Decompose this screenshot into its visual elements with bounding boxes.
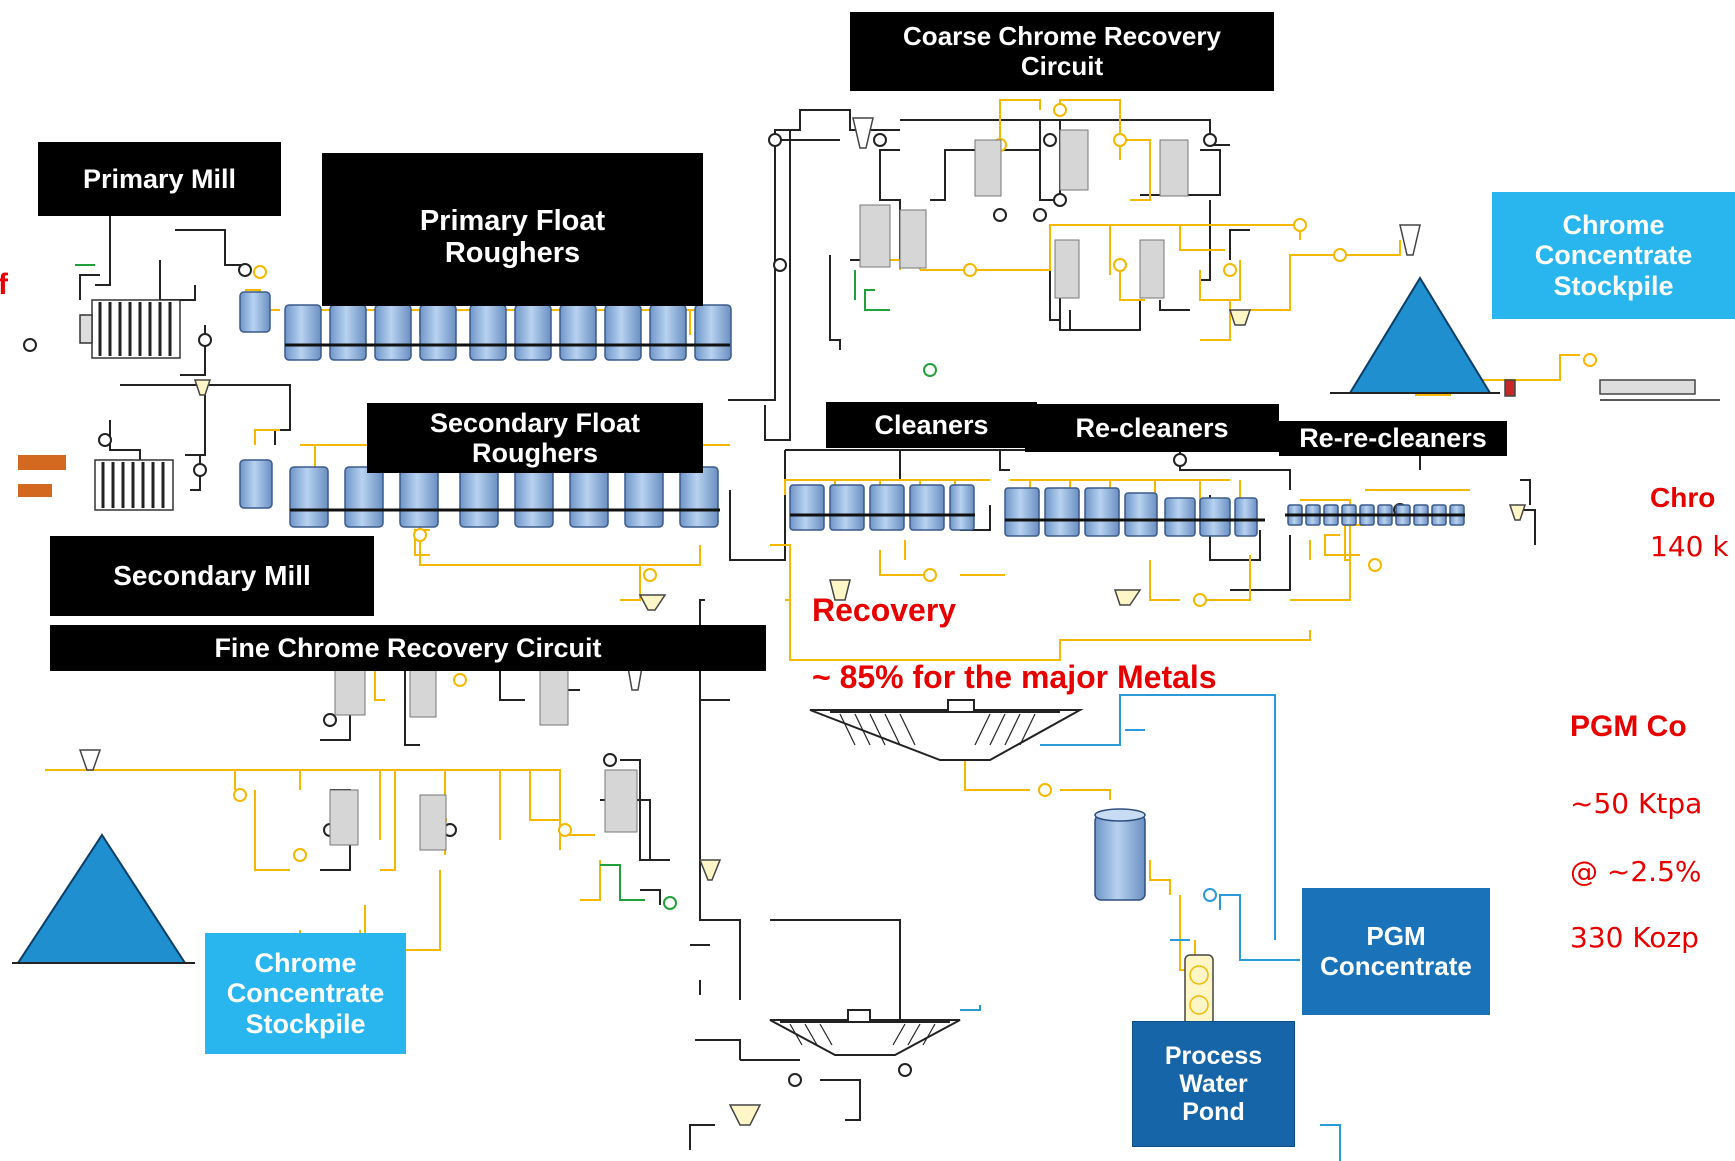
process-pipes-blue [960,694,1341,1161]
primary-ball-mill [79,299,181,359]
thickener-secondary [769,1009,961,1056]
primary-mill-label: Primary Mill [38,142,281,216]
product-conveyor [1504,379,1720,401]
secondary-mill-label: Secondary Mill [50,536,374,616]
chrome-concentrate-stockpile-top: Chrome Concentrate Stockpile [1492,192,1735,319]
process-pipes-yellow [45,99,1580,971]
green-markers [663,363,937,910]
storage-tank [1094,808,1146,901]
orange-block-1 [18,455,66,470]
coarse-chrome-recovery-label: Coarse Chrome Recovery Circuit [850,12,1274,91]
pgm-summary-label: PGM Co [1570,710,1687,743]
chrome-stockpile-shape-top [1330,276,1500,394]
pump-markers-blue [1203,888,1217,902]
recleaners-label: Re-cleaners [1025,404,1279,452]
rerecleaners-label: Re-re-cleaners [1279,421,1507,456]
secondary-rougher-cells [239,459,719,528]
pgm-summary-line1: ~50 Ktpa [1570,787,1703,820]
secondary-float-roughers-label: Secondary Float Roughers [367,403,703,473]
pgm-summary-line3: 330 Kozp [1570,921,1699,954]
filter-press [1184,954,1214,1026]
hoppers [193,309,1527,1126]
pgm-summary-line2: @ ~2.5% [1570,855,1702,888]
process-water-pond-label: Process Water Pond [1132,1021,1295,1147]
cleaner-cells [789,484,975,531]
secondary-ball-mill [94,459,174,511]
recovery-value: ~ 85% for the major Metals [812,659,1217,695]
primary-float-roughers-label: Primary Float Roughers [322,153,703,306]
pgm-concentrate-label: PGM Concentrate [1302,888,1490,1015]
process-pipes-green [75,264,890,901]
chrome-summary-value: 140 k [1650,530,1729,563]
recovery-title: Recovery [812,592,957,628]
thickener-main [809,699,1084,761]
recleaner-cells [1004,487,1258,537]
fine-chrome-recovery-label: Fine Chrome Recovery Circuit [50,625,766,671]
chrome-summary-label: Chro [1650,482,1716,513]
chrome-stockpile-shape-bottom [12,833,195,964]
orange-block-2 [18,484,52,497]
cleaners-label: Cleaners [826,402,1037,448]
chrome-concentrate-stockpile-bottom: Chrome Concentrate Stockpile [205,933,406,1054]
edge-letter: f [0,268,8,301]
